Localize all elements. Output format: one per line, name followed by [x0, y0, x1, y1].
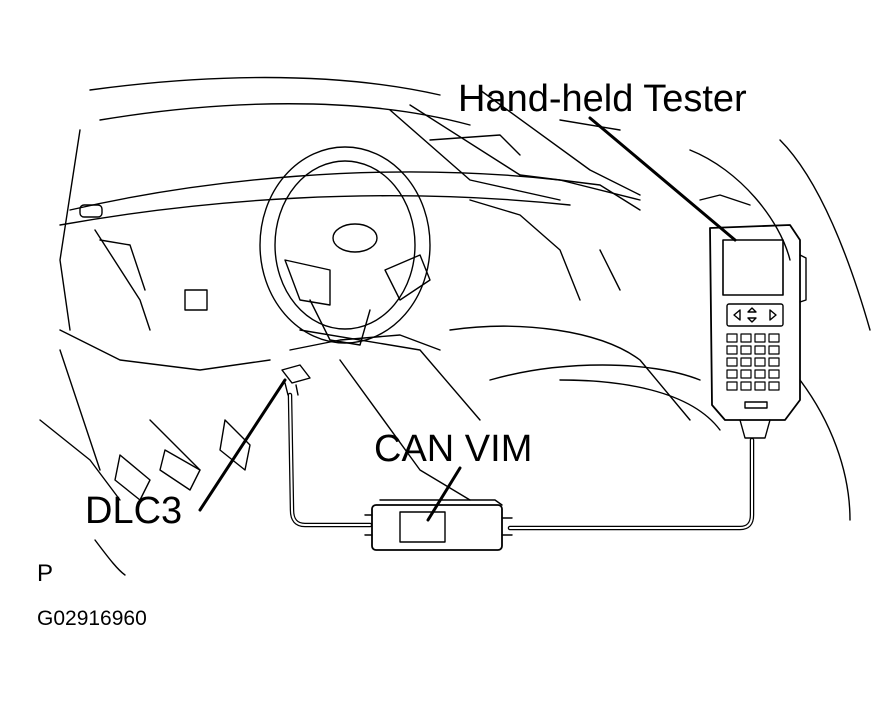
dlc3-connector-drawing: [281, 364, 311, 396]
tester-label: Hand-held Tester: [458, 78, 747, 120]
dashboard-drawing: [39, 76, 871, 576]
tester-cable: [507, 437, 755, 531]
tester-leader: [588, 116, 737, 242]
dlc3-leader: [198, 378, 287, 512]
figure-code: G02916960: [37, 607, 147, 630]
dlc3-cable: [287, 392, 373, 528]
corner-mark: P: [37, 560, 54, 587]
can-vim-label: CAN VIM: [374, 428, 533, 470]
can-vim-leader: [426, 466, 462, 522]
hand-held-tester: [709, 224, 807, 439]
dlc3-label: DLC3: [85, 490, 183, 532]
can-vim-box: [364, 499, 513, 551]
steering-wheel: [259, 146, 441, 351]
